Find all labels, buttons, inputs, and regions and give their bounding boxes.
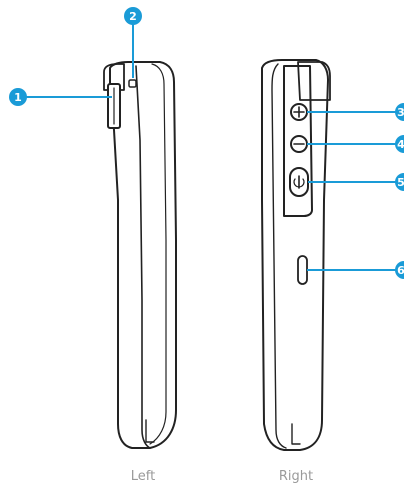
right-bottom-connector [291, 423, 301, 445]
callout-number-6: 6 [397, 264, 404, 277]
volume-down-button[interactable] [290, 135, 308, 153]
right-device-edge-line [271, 63, 287, 449]
volume-up-button[interactable] [290, 103, 308, 121]
callout-number-2: 2 [129, 10, 137, 23]
callout-badge-3: 3 [395, 103, 404, 121]
left-bottom-connector [145, 419, 155, 443]
left-device-outline [109, 61, 177, 449]
callout-badge-6: 6 [395, 261, 404, 279]
left-side-view [103, 61, 177, 449]
callout-badge-1: 1 [9, 88, 27, 106]
left-top-indicator [128, 79, 137, 88]
callout-badge-2: 2 [124, 7, 142, 25]
right-device-outline [261, 59, 329, 451]
right-view-caption: Right [279, 469, 313, 484]
right-side-view [261, 59, 331, 451]
callout-badge-5: 5 [395, 173, 404, 191]
callout-number-3: 3 [397, 106, 404, 119]
right-button-panel [283, 65, 313, 217]
callout-number-1: 1 [14, 91, 22, 104]
right-top-cap [297, 61, 331, 101]
left-device-inner-line [149, 63, 167, 445]
callout-number-5: 5 [397, 176, 404, 189]
left-view-caption: Left [131, 469, 155, 484]
side-slot [297, 255, 308, 285]
left-top-cap [103, 63, 125, 91]
power-button[interactable] [289, 167, 309, 197]
callout-badge-4: 4 [395, 135, 404, 153]
callout-number-4: 4 [397, 138, 404, 151]
left-device-edge-line [135, 65, 151, 449]
